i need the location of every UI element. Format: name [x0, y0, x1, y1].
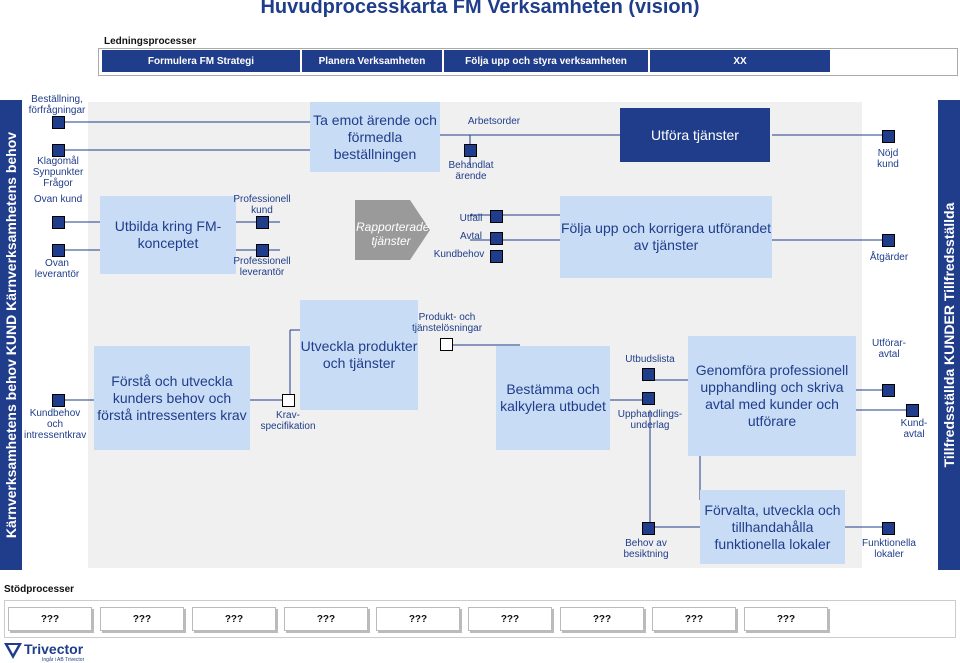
logo-name: Trivector [24, 641, 84, 657]
utforar-marker [882, 384, 895, 397]
box-ta-emot[interactable]: Ta emot ärende och förmedla beställninge… [310, 102, 440, 172]
management-spacer [832, 50, 952, 72]
kundavtal-marker [906, 404, 919, 417]
avtal-marker [490, 232, 503, 245]
input-kundbehov-marker [52, 394, 65, 407]
label-prof-kund: Professionell kund [233, 194, 291, 216]
label-kundbehov2: Kundbehov [433, 249, 485, 260]
box-forsta[interactable]: Förstå och utveckla kunders behov och fö… [94, 346, 250, 450]
right-sidebar: Tillfredsställda KUNDER Tillfredsställda [938, 100, 960, 570]
label-utforar: Utförar-avtal [872, 338, 906, 360]
nojd-marker [882, 130, 895, 143]
management-item-planera[interactable]: Planera Verksamheten [302, 50, 442, 72]
support-label: Stödprocesser [4, 584, 75, 595]
label-funktionella: Funktionella lokaler [862, 538, 916, 560]
left-sidebar: Kärnverksamhetens behov KUND Kärnverksam… [0, 100, 22, 570]
box-utveckla[interactable]: Utveckla produkter och tjänster [300, 300, 418, 410]
management-item-strategi[interactable]: Formulera FM Strategi [102, 50, 300, 72]
support-item-1[interactable]: ??? [8, 607, 92, 631]
box-forvalta[interactable]: Förvalta, utveckla och tillhandahålla fu… [700, 490, 845, 564]
behov-av-marker [642, 522, 655, 535]
box-folja[interactable]: Följa upp och korrigera utförandet av tj… [560, 196, 772, 278]
box-genomfora[interactable]: Genomföra professionell upphandling och … [688, 336, 856, 456]
label-atgarder: Åtgärder [869, 252, 909, 263]
support-item-7[interactable]: ??? [560, 607, 644, 631]
label-utbudslista: Utbudslista [625, 354, 675, 365]
rapporterade-arrow [355, 200, 430, 260]
prof-kund-marker [256, 216, 269, 229]
input-kundbehov: Kundbehov och intressentkrav [24, 408, 87, 441]
upphandlings-marker [642, 392, 655, 405]
label-nojd: Nöjd kund [877, 148, 899, 170]
label-produkt: Produkt- och tjänstelösningar [412, 312, 483, 334]
input-klagomal-marker [52, 144, 65, 157]
support-item-9[interactable]: ??? [744, 607, 828, 631]
funktionella-marker [882, 522, 895, 535]
support-item-5[interactable]: ??? [376, 607, 460, 631]
label-arbetsorder: Arbetsorder [467, 116, 521, 127]
arbetsorder-marker [464, 144, 477, 157]
label-behov-av: Behov av besiktning [623, 538, 669, 560]
support-item-2[interactable]: ??? [100, 607, 184, 631]
trivector-logo: Trivector Ingår i AB Trivector [4, 641, 94, 663]
input-ovan-kund-marker [52, 216, 65, 229]
prof-lev-marker [256, 244, 269, 257]
management-item-xx[interactable]: XX [650, 50, 830, 72]
utfall-marker [490, 210, 503, 223]
label-kravspec: Krav-specifikation [260, 410, 316, 432]
kravspec-marker [282, 394, 295, 407]
label-behandlat: Behandlat ärende [448, 160, 494, 182]
input-column [24, 102, 88, 568]
label-kundavtal: Kund-avtal [900, 418, 928, 440]
box-bestamma[interactable]: Bestämma och kalkylera utbudet [496, 346, 610, 450]
box-utfora[interactable]: Utföra tjänster [620, 108, 770, 162]
output-column [862, 102, 934, 568]
support-item-8[interactable]: ??? [652, 607, 736, 631]
box-utbilda[interactable]: Utbilda kring FM-konceptet [100, 196, 236, 274]
input-bestallning: Beställning, förfrågningar [28, 94, 86, 116]
input-ovan-lev: Ovan leverantör [34, 258, 80, 280]
trivector-logo-icon [4, 643, 22, 659]
label-utfall: Utfall [459, 213, 483, 224]
input-bestallning-marker [52, 116, 65, 129]
input-ovan-lev-marker [52, 244, 65, 257]
management-item-folja[interactable]: Följa upp och styra verksamheten [444, 50, 648, 72]
support-item-3[interactable]: ??? [192, 607, 276, 631]
support-item-6[interactable]: ??? [468, 607, 552, 631]
label-prof-lev: Professionell leverantör [233, 256, 291, 278]
support-spacer [836, 607, 948, 629]
page-title: Huvudprocesskarta FM Verksamheten (visio… [260, 0, 700, 18]
kundbehov2-marker [490, 250, 503, 263]
support-item-4[interactable]: ??? [284, 607, 368, 631]
input-ovan-kund: Ovan kund [33, 194, 83, 205]
logo-sub: Ingår i AB Trivector [42, 657, 85, 663]
label-upphandlings: Upphandlings-underlag [617, 409, 683, 431]
rapporterade-label: Rapporterade tjänster [356, 220, 430, 248]
management-label: Ledningsprocesser [104, 36, 197, 47]
atgarder-marker [882, 234, 895, 247]
input-klagomal: Klagomål Synpunkter Frågor [32, 156, 84, 189]
produkt-marker [440, 338, 453, 351]
utbudslista-marker [642, 368, 655, 381]
label-avtal: Avtal [459, 231, 483, 242]
